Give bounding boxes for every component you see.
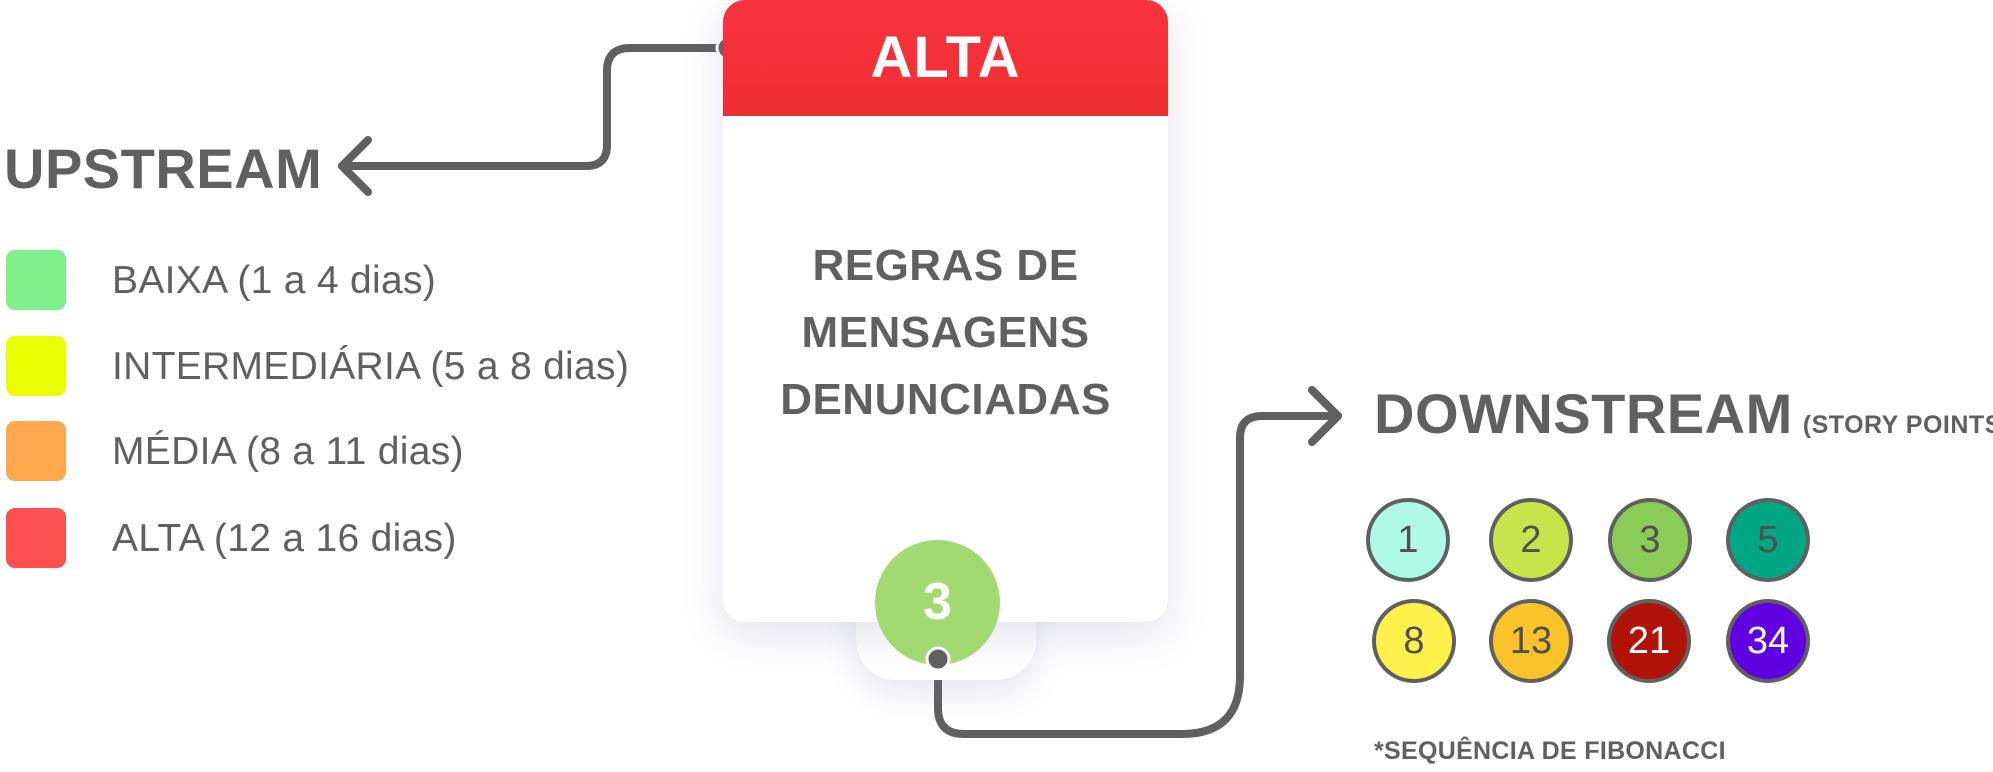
story-point-34: 34 [1726,599,1810,683]
downstream-subtitle: (STORY POINTS) [1802,411,1993,439]
downstream-arrow-head [1308,386,1342,446]
downstream-title-text: DOWNSTREAM [1374,382,1793,445]
card-story-points-badge: 3 [875,540,1000,665]
story-point-8: 8 [1372,599,1456,683]
card-title-line: REGRAS DE [812,241,1079,290]
card-title-line: DENUNCIADAS [780,375,1111,424]
legend-swatch [6,336,66,396]
story-point-21: 21 [1607,599,1691,683]
upstream-connector [338,44,732,170]
card-title-line: MENSAGENS [801,308,1090,357]
task-card[interactable]: ALTA REGRAS DE MENSAGENS DENUNCIADAS [723,0,1168,622]
upstream-arrow-head [338,136,372,196]
story-point-13: 13 [1489,599,1573,683]
legend-label: BAIXA (1 a 4 dias) [112,259,437,302]
story-point-2: 2 [1489,498,1573,582]
legend-label: INTERMEDIÁRIA (5 a 8 dias) [112,345,630,388]
card-priority-header: ALTA [723,0,1168,116]
legend-swatch [6,508,66,568]
legend-label: MÉDIA (8 a 11 dias) [112,430,464,473]
legend-swatch [6,250,66,310]
story-point-5: 5 [1726,498,1810,582]
downstream-connector [934,412,1342,738]
story-point-1: 1 [1366,498,1450,582]
upstream-title: UPSTREAM [4,137,323,200]
card-title: REGRAS DE MENSAGENS DENUNCIADAS [723,232,1168,433]
legend-swatch [6,421,66,481]
downstream-title: DOWNSTREAM (STORY POINTS) [1374,381,1993,458]
legend-label: ALTA (12 a 16 dias) [112,517,457,560]
fibonacci-note: *SEQUÊNCIA DE FIBONACCI [1374,737,1726,765]
story-point-3: 3 [1608,498,1692,582]
